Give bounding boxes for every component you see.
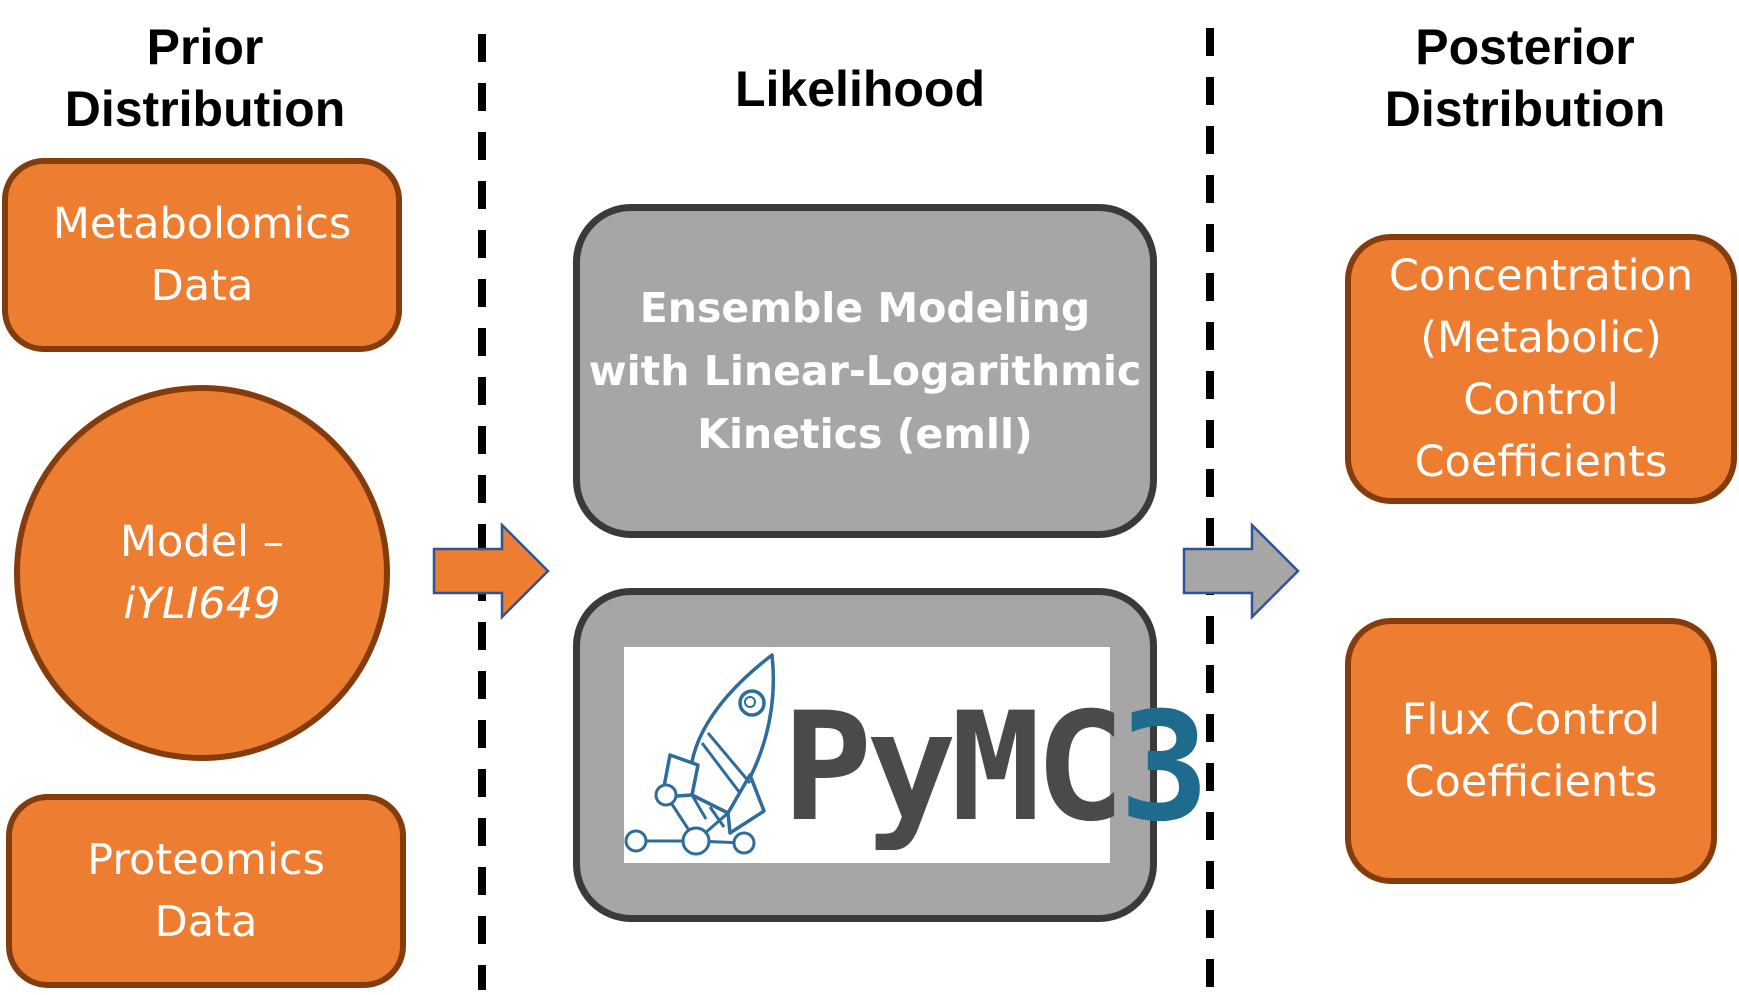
metabolomics-line2: Data [150,261,254,311]
pymc-word: PyMC [782,681,1125,855]
fcc-line1: Flux Control [1401,695,1661,745]
model-iyli649-circle: Model – iYLI649 [14,385,390,761]
fcc-line2: Coefficients [1404,757,1658,807]
ccc-line1: Concentration [1388,251,1694,301]
metabolomics-line1: Metabolomics [52,199,352,249]
posterior-heading-line2: Distribution [1384,81,1666,137]
network-nodes-icon [624,783,756,856]
emll-line1: Ensemble Modeling [639,283,1091,332]
flux-control-coefficients-box: Flux Control Coefficients [1345,618,1717,884]
metabolomics-data-box: Metabolomics Data [2,158,402,352]
rocket-icon [636,653,776,845]
ccc-line4: Coefficients [1414,437,1668,487]
pymc3-box: PyMC3 [573,588,1210,922]
emll-box: Ensemble Modeling with Linear-Logarithmi… [573,204,1157,538]
posterior-heading-line1: Posterior [1415,19,1635,75]
emll-line3: Kinetics (emll) [697,409,1033,458]
ccc-line2: (Metabolic) [1420,313,1662,363]
prior-distribution-heading: Prior Distribution [40,16,370,140]
concentration-control-coefficients-box: Concentration (Metabolic) Control Coeffi… [1345,234,1737,504]
emll-line2: with Linear-Logarithmic [588,346,1142,395]
posterior-distribution-heading: Posterior Distribution [1360,16,1690,140]
dashed-divider-right [1206,28,1214,990]
model-name: iYLI649 [123,579,281,629]
right-arrow-icon [1182,522,1300,620]
proteomics-data-box: Proteomics Data [6,794,406,988]
prior-heading-line1: Prior [146,19,264,75]
ccc-line3: Control [1463,375,1619,425]
pymc-version-digit: 3 [1119,681,1209,855]
likelihood-heading: Likelihood [735,61,985,117]
pymc3-wordmark: PyMC3 [782,693,1210,843]
proteomics-line1: Proteomics [87,835,325,885]
proteomics-line2: Data [154,897,258,947]
right-arrow-icon [432,522,550,620]
pymc3-logo: PyMC3 [624,647,1210,863]
dashed-divider-left [478,34,486,990]
prior-heading-line2: Distribution [64,81,346,137]
model-line1: Model – [119,517,285,567]
